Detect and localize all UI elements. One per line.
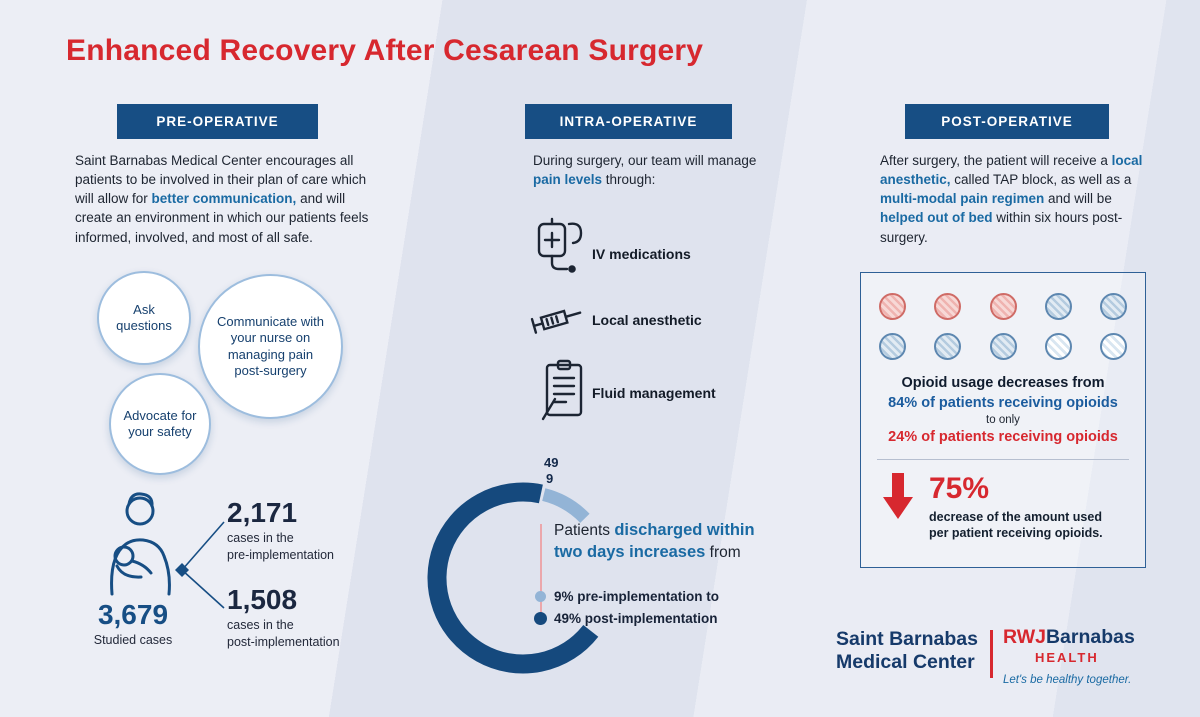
stat-pre-label: cases in the pre-implementation [227,531,334,562]
bubble-ask-questions: Ask questions [97,271,191,365]
post-implementation-dot [534,612,547,625]
stat-pre-implementation: 2,171 cases in the pre-implementation [227,498,334,563]
syringe-icon [530,309,582,334]
intra-operative-intro: During surgery, our team will manage pai… [533,153,757,188]
stat-post-label: cases in the post-implementation [227,618,340,649]
opioid-usage-text: Opioid usage decreases from 84% of patie… [861,375,1145,445]
pre-operative-intro: Saint Barnabas Medical Center encourages… [75,153,369,245]
iv-bag-icon [537,217,583,273]
pill-icon [989,293,1017,320]
local-anesthetic-label: Local anesthetic [592,312,702,328]
opioid-line-4: 24% of patients receiving opioids [888,429,1118,445]
bubble-advocate-safety: Advocate for your safety [109,373,211,475]
legend-pre-implementation: 9% pre-implementation to [554,589,720,604]
pill-icon [1100,293,1127,320]
stat-total-label: Studied cases [93,633,173,648]
mother-baby-icon [110,492,171,596]
pill-icon [879,293,906,320]
brand-block: RWJBarnabas HEALTH Let's be healthy toge… [1002,626,1135,686]
brand-name: RWJBarnabas [1002,626,1135,648]
stat-post-value: 1,508 [227,584,298,615]
intra-operative-badge: INTRA-OPERATIVE [525,104,732,139]
stats-connector-lines [175,521,225,609]
gauge-post-value: 49 [544,455,559,470]
legend-post-implementation: 49% post-implementation [554,611,718,626]
gauge-caption: Patients discharged within two days incr… [554,521,755,561]
stat-pre-value: 2,171 [227,497,298,528]
post-operative-badge: POST-OPERATIVE [905,104,1109,139]
logo-divider [989,630,993,678]
hospital-name: Saint Barnabas Medical Center [836,628,978,673]
brand-tagline: Let's be healthy together. [1002,673,1132,686]
gauge-pre-value: 9 [546,471,554,486]
decrease-row: 75% decrease of the amount used per pati… [861,460,1145,542]
opioid-line-1: Opioid usage decreases from [901,375,1105,391]
pill-icon [989,333,1017,360]
pill-icon [1100,333,1127,360]
bubble-communicate-nurse: Communicate with your nurse on managing … [198,274,343,419]
clipboard-icon [541,359,583,421]
pre-implementation-dot [535,591,546,602]
down-arrow-icon [883,473,913,519]
pill-icon [934,293,962,320]
pill-icon [879,333,906,360]
footer-logo: Saint Barnabas Medical Center RWJBarnaba… [836,626,1135,686]
iv-medications-label: IV medications [592,246,691,262]
opioid-line-3: to only [986,414,1020,426]
brand-health: HEALTH [1034,649,1099,665]
decrease-percentage: 75% [929,472,990,505]
discharge-gauge-chart [427,482,599,674]
opioid-divider [877,459,1129,460]
brand-barnabas: Barnabas [1045,626,1135,648]
decrease-text-block: 75% decrease of the amount used per pati… [929,473,1103,542]
fluid-management-label: Fluid management [592,385,716,401]
opioid-usage-box: Opioid usage decreases from 84% of patie… [860,272,1146,568]
pill-row-2 [861,320,1145,360]
pill-row-1 [861,273,1145,320]
stat-post-implementation: 1,508 cases in the post-implementation [227,585,340,650]
post-operative-intro: After surgery, the patient will receive … [880,153,1143,245]
stat-total-value: 3,679 [97,599,169,630]
stat-total-cases: 3,679 Studied cases [74,600,192,649]
decrease-caption: decrease of the amount used per patient … [929,509,1103,541]
opioid-line-2: 84% of patients receiving opioids [888,395,1118,411]
brand-rwj: RWJ [1002,626,1046,648]
pill-icon [1044,333,1072,360]
page-title: Enhanced Recovery After Cesarean Surgery [66,34,704,67]
gauge-legend-connector [540,524,542,620]
pill-icon [1044,293,1072,320]
pill-icon [934,333,962,360]
pre-operative-badge: PRE-OPERATIVE [117,104,318,139]
